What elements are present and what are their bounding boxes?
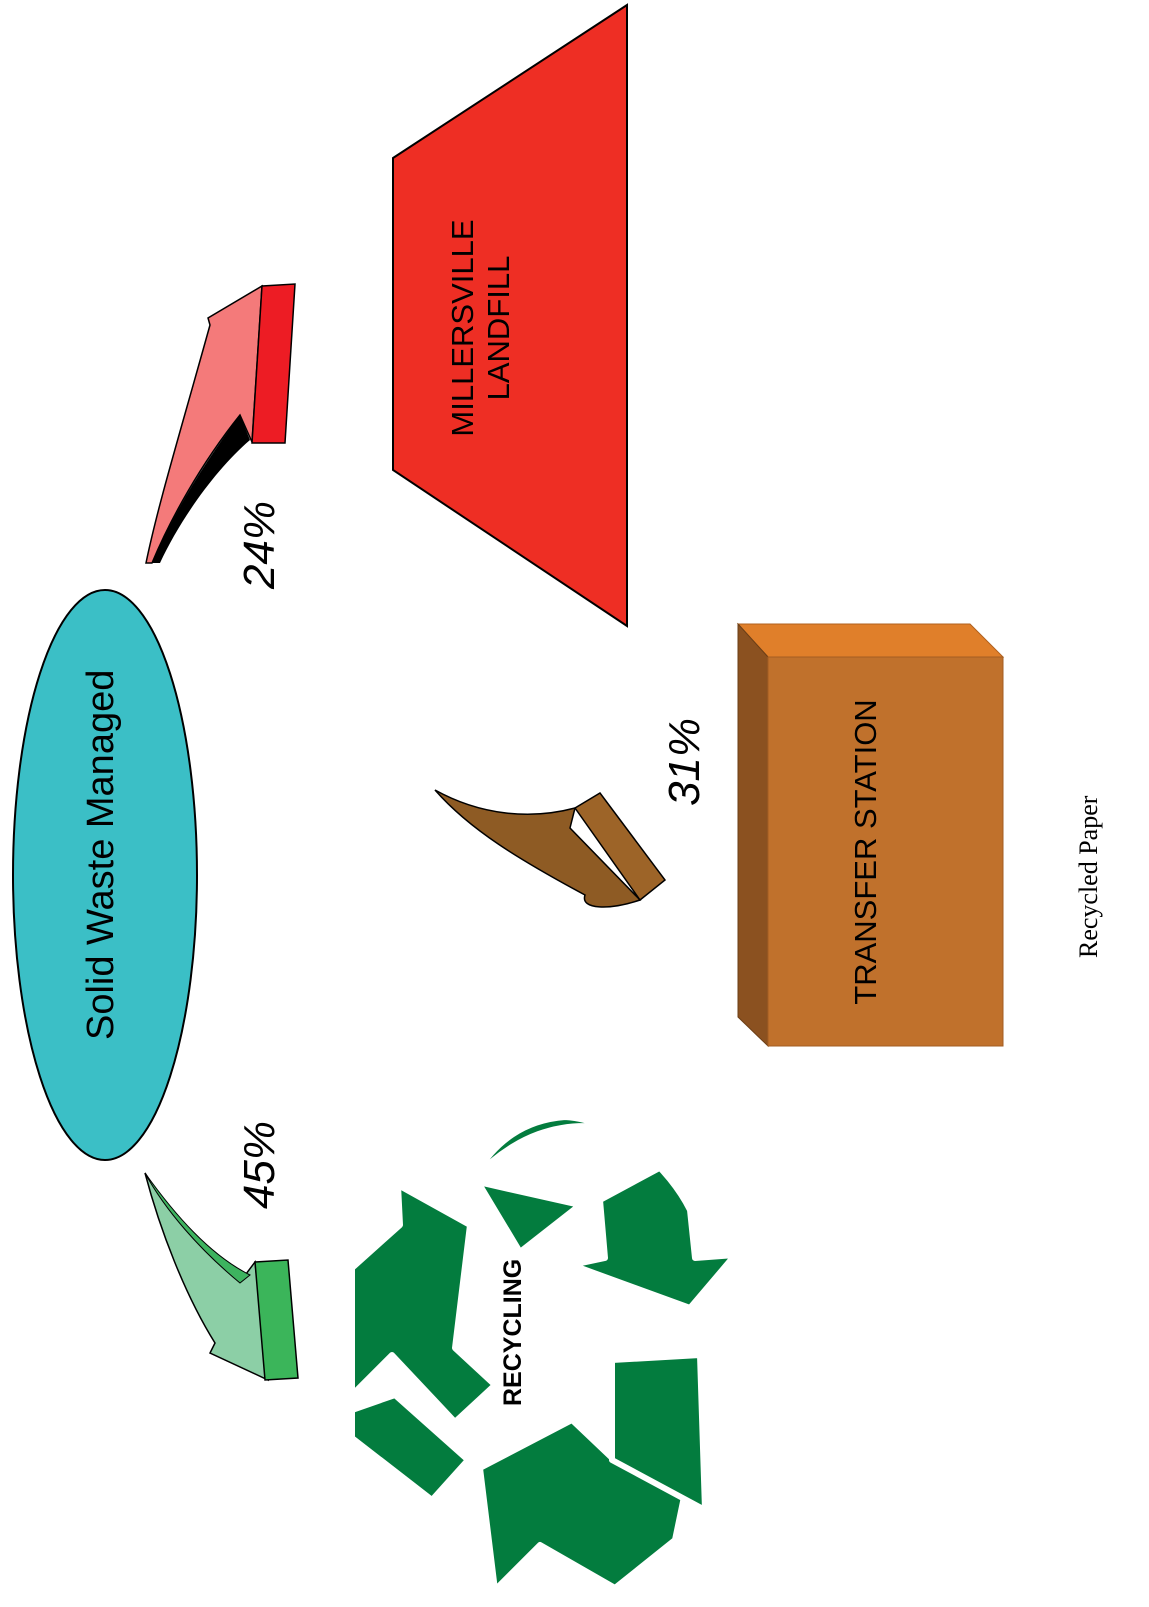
transfer-percent: 31% <box>660 717 709 807</box>
hub-label: Solid Waste Managed <box>80 669 122 1040</box>
landfill-percent: 24% <box>235 500 284 590</box>
recycling-arrow <box>144 1172 299 1382</box>
recycling-label: RECYCLING <box>499 1258 527 1406</box>
hub-ellipse <box>12 589 198 1161</box>
transfer-station-box <box>736 622 1005 1048</box>
landfill-label-line2: LANDFILL <box>481 255 516 401</box>
landfill-shape <box>392 3 628 628</box>
landfill-label: MILLERSVILLE LANDFILL <box>445 198 525 458</box>
recycling-symbol <box>349 1114 738 1593</box>
landfill-arrow <box>145 283 296 564</box>
recycling-percent: 45% <box>235 1120 284 1210</box>
transfer-label: TRANSFER STATION <box>848 699 883 1005</box>
recycled-paper-note: Recycled Paper <box>1074 795 1103 958</box>
transfer-arrow <box>434 789 667 908</box>
landfill-label-line1: MILLERSVILLE <box>445 219 480 437</box>
